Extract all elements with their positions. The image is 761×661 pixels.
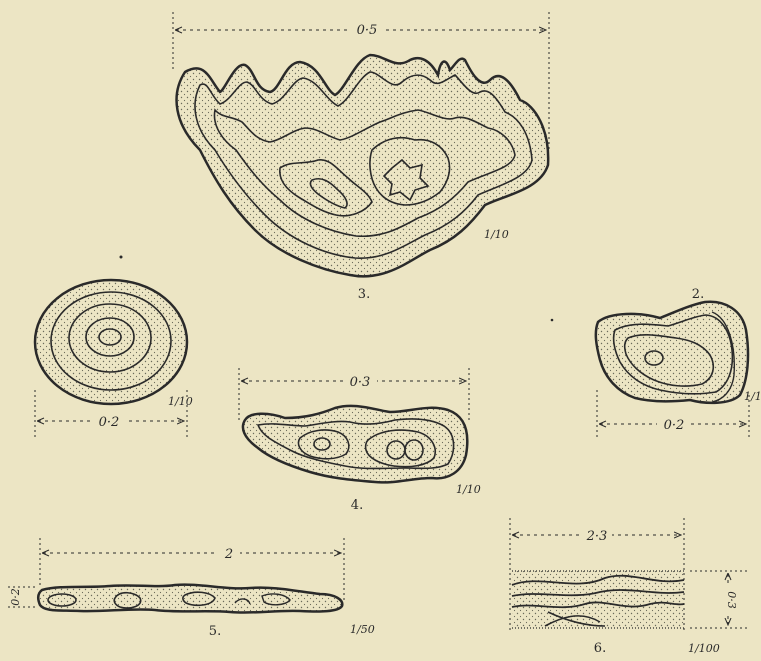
fig5-number: 5. [209, 624, 221, 639]
fig4-scale: 1/10 [456, 483, 481, 496]
fig5-scale: 1/50 [350, 623, 375, 636]
fig5-dimension-label: 2 [224, 547, 233, 562]
fig2-scale: 1/10 [744, 390, 761, 403]
fig2-number: 2. [692, 287, 704, 302]
figure-4: 0·3 1/10 4. [239, 368, 481, 513]
fig5-height-label: 0·2 [9, 588, 22, 606]
figure-2: 2. 1/10 0·2 [551, 287, 761, 438]
fig1-scale: 1/10 [168, 395, 193, 408]
fig1-dimension-label: 0·2 [99, 415, 120, 430]
fig2-mark [551, 319, 554, 322]
figure-6: 2·3 0·3 1/100 6. [510, 518, 750, 656]
fig4-number: 4. [351, 498, 363, 513]
fig3-number: 3. [358, 287, 370, 302]
fig6-height-label: 0·3 [725, 591, 738, 609]
fig6-dimension-label: 2·3 [586, 529, 608, 544]
fig6-number: 6. [594, 641, 606, 656]
fig3-dimension-label: 0·5 [357, 23, 378, 38]
figure-1: 1/10 0·2 [35, 256, 193, 439]
fig3-scale: 1/10 [484, 228, 509, 241]
fig1-outline [35, 280, 187, 404]
fig6-block [512, 571, 684, 628]
figure-5: 2 0·2 1/50 5. [8, 538, 375, 639]
fig4-dimension-label: 0·3 [350, 375, 371, 390]
fig2-outline [596, 302, 748, 403]
fig1-mark [120, 256, 123, 259]
fig2-dimension-label: 0·2 [664, 418, 685, 433]
fig6-scale: 1/100 [688, 642, 720, 655]
fig5-outline [38, 585, 342, 613]
fig3-outline [177, 55, 549, 276]
figure-3: 0·5 1/10 3. [173, 12, 549, 302]
